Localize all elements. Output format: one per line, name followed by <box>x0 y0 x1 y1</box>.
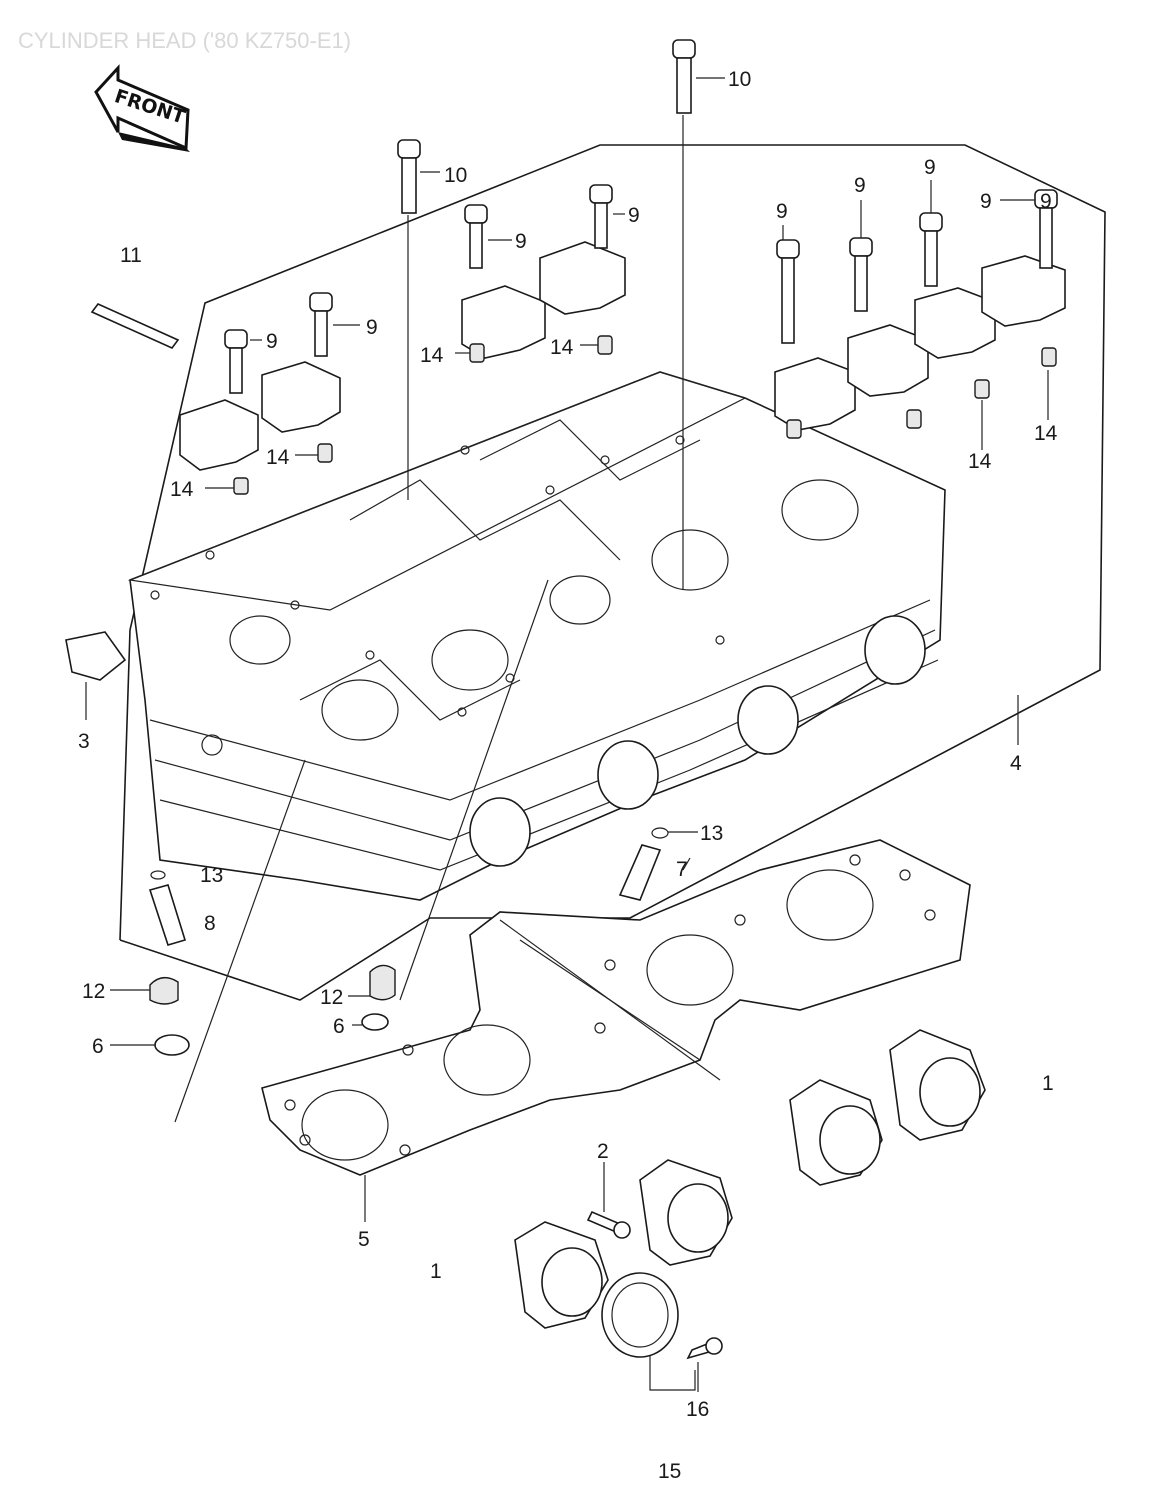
callout-9-i: 9 <box>1040 190 1052 213</box>
callout-9-d: 9 <box>628 204 640 227</box>
cylinder-head <box>127 371 946 901</box>
callout-labels: 10 10 11 9 9 9 9 9 9 9 9 9 14 14 14 14 1… <box>78 68 1058 1483</box>
callout-10-top: 10 <box>728 68 751 91</box>
callout-14-a: 14 <box>170 478 194 501</box>
front-arrow-icon: FRONT <box>94 64 190 152</box>
washer-6 <box>154 1013 389 1056</box>
callout-9-h: 9 <box>980 190 992 213</box>
clamp-15 <box>601 1272 679 1358</box>
callout-1-right: 1 <box>1042 1072 1054 1095</box>
head-bolt-10 <box>672 39 696 114</box>
callout-4: 4 <box>1010 752 1022 775</box>
screw-2 <box>586 1210 631 1239</box>
callout-6-center: 6 <box>333 1015 345 1038</box>
camshaft-caps <box>179 241 1066 471</box>
callout-14-e: 14 <box>968 450 992 473</box>
valve-guide-7 <box>618 827 669 901</box>
head-gasket-5 <box>261 839 971 1176</box>
diagram-title: CYLINDER HEAD ('80 KZ750-E1) <box>18 28 351 53</box>
end-cap-3 <box>65 631 127 681</box>
leader-lines <box>85 77 1049 1392</box>
guide-line <box>399 579 549 1001</box>
guide-line <box>174 759 306 1123</box>
callout-6-left: 6 <box>92 1035 104 1058</box>
callout-12-left: 12 <box>82 980 105 1003</box>
callout-14-c: 14 <box>420 344 444 367</box>
callout-13-right: 13 <box>700 822 723 845</box>
plug-12 <box>149 964 396 1005</box>
callout-9-f: 9 <box>854 174 866 197</box>
callout-11: 11 <box>120 244 142 267</box>
callout-9-c: 9 <box>515 230 527 253</box>
callout-14-b: 14 <box>266 446 290 469</box>
callout-14-d: 14 <box>550 336 574 359</box>
callout-10-left: 10 <box>444 164 467 187</box>
callout-7: 7 <box>676 858 688 881</box>
callout-12-center: 12 <box>320 986 343 1009</box>
callout-9-g: 9 <box>924 156 936 179</box>
callout-3: 3 <box>78 730 90 753</box>
cam-cap-bolts-9 <box>224 184 1058 394</box>
assembly-boundary <box>119 144 1106 1001</box>
callout-14-f: 14 <box>1034 422 1058 445</box>
callout-9-b: 9 <box>366 316 378 339</box>
head-bolt-10-left <box>397 139 421 214</box>
dowels-14 <box>233 335 1057 495</box>
callout-5: 5 <box>358 1228 370 1251</box>
carburetor-holders-1 <box>514 1029 986 1329</box>
callout-8: 8 <box>204 912 216 935</box>
callout-2: 2 <box>597 1140 609 1163</box>
callout-13-left: 13 <box>200 864 223 887</box>
callout-1-left: 1 <box>430 1260 442 1283</box>
callout-9-e: 9 <box>776 200 788 223</box>
valve-guide-8 <box>148 870 187 946</box>
dowel-pin-11 <box>90 303 180 349</box>
callout-15: 15 <box>658 1460 681 1483</box>
callout-9-a: 9 <box>266 330 278 353</box>
screw-16 <box>686 1337 723 1360</box>
callout-16: 16 <box>686 1398 709 1421</box>
